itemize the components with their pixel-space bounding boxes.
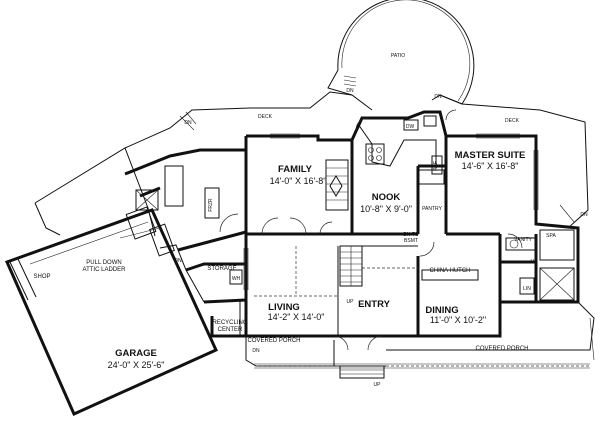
entry-label: ENTRY: [358, 299, 391, 310]
garage: [4, 206, 218, 416]
frzr-mark: FRZR: [208, 198, 214, 212]
up-mark: UP: [374, 382, 382, 388]
master-suite-label: MASTER SUITE: [455, 150, 526, 161]
main-walls: [244, 110, 580, 338]
dn-mark: DN: [346, 88, 354, 94]
dining-label: DINING: [425, 305, 458, 316]
bsmt-label: BSMT: [404, 238, 418, 244]
attic-ladder-label: ATTIC LADDER: [83, 267, 127, 273]
garage-label: GARAGE: [115, 348, 157, 359]
ref-mark: REF: [433, 161, 439, 171]
dn-to-label: DN TO: [403, 232, 418, 238]
kitchen: [357, 115, 445, 185]
china-hutch-label: CHINA HUTCH: [429, 268, 470, 274]
vanity-label: VANITY: [514, 237, 532, 243]
dn-mark: DN: [174, 258, 182, 264]
deck-outline: [34, 91, 589, 237]
family-label: FAMILY: [278, 164, 313, 175]
covered-porch-left-label: COVERED PORCH: [247, 338, 300, 344]
laundry-area: [124, 148, 248, 303]
storage-label: STORAGE: [207, 266, 236, 272]
living-label: LIVING: [268, 302, 300, 313]
family-dim: 14'-0" X 16'-8": [270, 176, 327, 186]
shop-label: SHOP: [33, 274, 50, 280]
patio-label: PATIO: [391, 53, 405, 59]
dining-dim: 11'-0" X 10'-2": [430, 315, 486, 325]
dn-mark: DN: [434, 94, 442, 100]
master-suite-dim: 14'-6" X 16'-8": [462, 161, 519, 171]
covered-porch-right-label: COVERED PORCH: [475, 346, 528, 352]
nook-dim: 10'-8" X 9'-0": [360, 204, 412, 214]
dn-mark: DN: [252, 348, 260, 354]
wh-mark: WH: [232, 276, 241, 282]
dn-mark: DN: [184, 120, 192, 126]
up-mark: UP: [347, 299, 355, 305]
master-bath: [505, 229, 575, 301]
spa-label: SPA: [546, 233, 556, 239]
garage-dim: 24'-0" X 25'-6": [108, 360, 165, 370]
linen-label: LIN: [523, 286, 531, 292]
stairs: [325, 159, 363, 287]
deck-left-label: DECK: [258, 114, 273, 120]
storage-area: [185, 262, 250, 338]
nook-label: NOOK: [372, 192, 401, 203]
deck-right-label: DECK: [505, 118, 520, 124]
recycling-center-label: CENTER: [218, 327, 243, 333]
living-dim: 14'-2" X 14'-0": [268, 312, 325, 322]
dn-mark: DN: [580, 212, 588, 218]
recycling-label: RECYCLING: [212, 320, 247, 326]
doors-windows: [243, 109, 539, 351]
pantry-label: PANTRY: [422, 206, 442, 212]
dw-mark: DW: [406, 124, 415, 130]
interior-walls: [246, 136, 538, 336]
pull-down-label: PULL DOWN: [86, 260, 121, 266]
covered-porch: [245, 301, 595, 379]
labels: PATIO DECK DECK FAMILY 14'-0" X 16'-8" N…: [33, 53, 588, 388]
up-mark: UP: [531, 259, 539, 265]
